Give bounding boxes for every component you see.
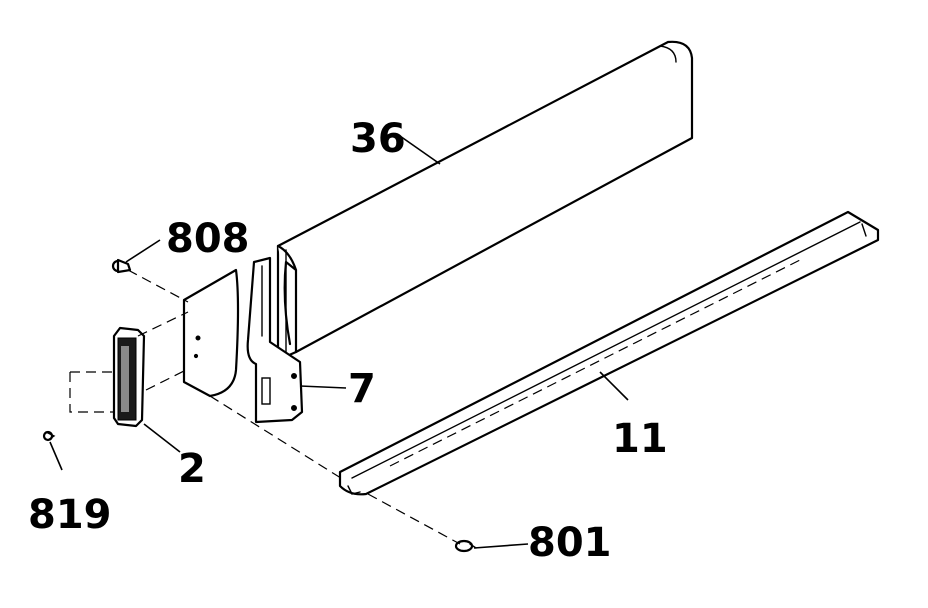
- assembly-dashed-lines: [69, 269, 461, 545]
- rail-part-11: [338, 210, 880, 496]
- leader-lines: [49, 135, 629, 549]
- end-cap-part-2: [112, 326, 146, 428]
- bracket-part-7: [246, 256, 304, 424]
- callout-2: 2: [178, 446, 206, 492]
- screw-819: [42, 430, 56, 442]
- callout-801: 801: [528, 520, 612, 566]
- callout-11: 11: [612, 416, 668, 462]
- screw-808: [111, 258, 132, 274]
- callout-819: 819: [28, 492, 112, 538]
- panel-part-36: [276, 40, 694, 362]
- side-plate: [182, 268, 240, 398]
- callout-7: 7: [348, 366, 376, 412]
- callout-808: 808: [166, 216, 250, 262]
- callout-36: 36: [350, 116, 406, 162]
- screw-801: [454, 539, 477, 553]
